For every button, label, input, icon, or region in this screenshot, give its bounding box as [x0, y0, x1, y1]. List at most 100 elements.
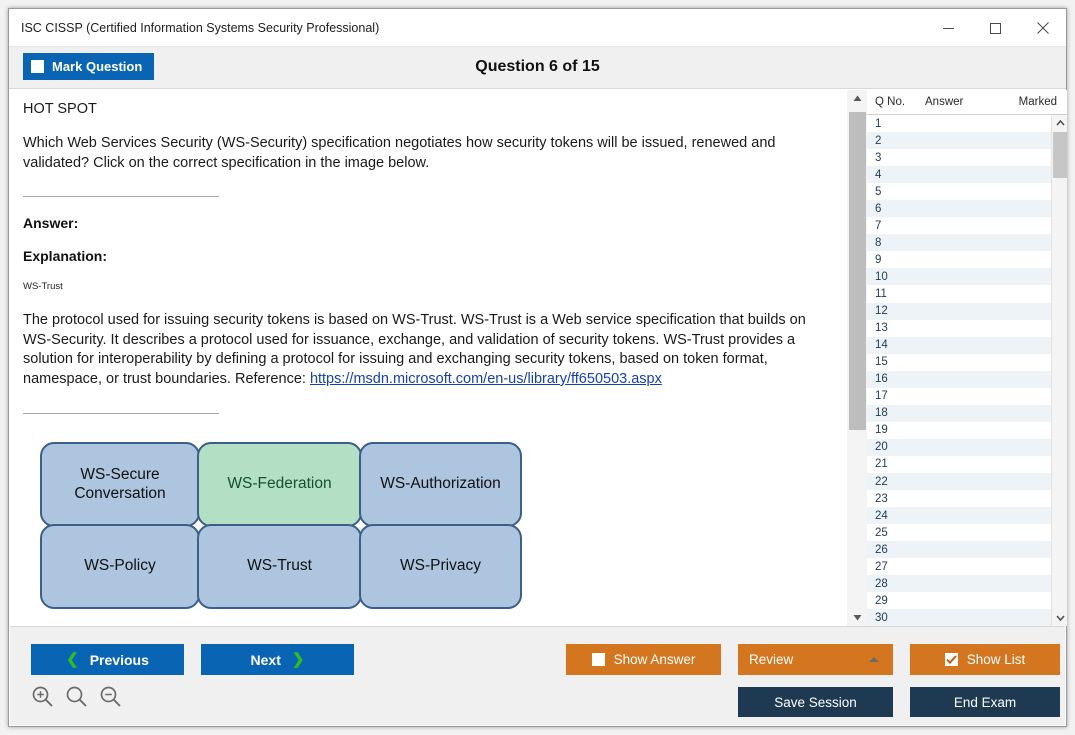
column-header-marked: Marked — [1018, 96, 1057, 108]
question-list-row[interactable]: 14 — [867, 336, 1051, 354]
question-list-row[interactable]: 2 — [867, 132, 1051, 150]
answer-value: WS-Trust — [23, 281, 63, 293]
zoom-out-icon[interactable] — [98, 684, 124, 710]
zoom-reset-icon[interactable] — [64, 684, 90, 710]
mark-question-button[interactable]: Mark Question — [23, 53, 155, 80]
question-list-row[interactable]: 9 — [867, 251, 1051, 268]
question-list-row[interactable]: 27 — [867, 558, 1051, 575]
show-answer-checkbox[interactable] — [591, 653, 605, 666]
content-scrollbar[interactable] — [846, 90, 867, 626]
question-list-row[interactable]: 12 — [867, 302, 1051, 320]
question-list-scrollbar[interactable] — [1051, 115, 1067, 626]
question-list-row-number: 19 — [875, 424, 888, 437]
question-list-row[interactable]: 13 — [867, 320, 1051, 337]
show-list-checkbox[interactable] — [944, 653, 958, 666]
question-list-row[interactable]: 30 — [867, 609, 1051, 626]
question-list-row-number: 2 — [875, 134, 882, 147]
question-list-row[interactable]: 10 — [867, 268, 1051, 286]
question-list-row[interactable]: 15 — [867, 354, 1051, 371]
window-title: ISC CISSP (Certified Information Systems… — [21, 21, 380, 35]
question-list-row[interactable]: 26 — [867, 541, 1051, 559]
question-list-row-number: 26 — [875, 543, 888, 556]
question-type-label: HOT SPOT — [23, 101, 97, 117]
content-scrollbar-thumb[interactable] — [849, 112, 866, 430]
question-list-row-number: 11 — [875, 287, 887, 300]
question-list-row[interactable]: 25 — [867, 524, 1051, 541]
column-header-q-no: Q No. — [875, 96, 906, 108]
question-list-row[interactable]: 7 — [867, 217, 1051, 234]
question-list-row[interactable]: 28 — [867, 575, 1051, 593]
question-list-row[interactable]: 17 — [867, 388, 1051, 405]
title-bar: ISC CISSP (Certified Information Systems… — [9, 9, 1066, 47]
list-scroll-down-icon[interactable] — [1052, 610, 1068, 626]
review-label: Review — [749, 652, 794, 667]
question-list-row-number: 9 — [875, 253, 882, 266]
question-list-row[interactable]: 20 — [867, 438, 1051, 456]
maximize-icon[interactable] — [972, 9, 1019, 47]
hotspot-box-ws-trust[interactable]: WS-Trust — [197, 524, 362, 609]
question-list-row-number: 7 — [875, 219, 882, 232]
question-list-row[interactable]: 16 — [867, 370, 1051, 388]
question-list-row-number: 5 — [875, 185, 882, 198]
list-scroll-up-icon[interactable] — [1052, 115, 1068, 131]
question-list-row-number: 15 — [875, 356, 888, 369]
question-list-row-number: 23 — [875, 492, 888, 505]
question-list-row-number: 10 — [875, 270, 888, 283]
show-answer-label: Show Answer — [613, 652, 696, 667]
question-list-row[interactable]: 5 — [867, 183, 1051, 200]
question-counter: Question 6 of 15 — [475, 58, 600, 75]
chevron-left-icon: ❮ — [66, 651, 79, 668]
question-list-row[interactable]: 29 — [867, 592, 1051, 609]
show-list-button[interactable]: Show List — [910, 644, 1060, 675]
question-list-row[interactable]: 11 — [867, 285, 1051, 302]
question-list-row-number: 25 — [875, 526, 888, 539]
question-list-row-number: 24 — [875, 509, 888, 522]
save-session-button[interactable]: Save Session — [738, 687, 893, 717]
question-list-row[interactable]: 22 — [867, 472, 1051, 491]
question-list-row-number: 14 — [875, 339, 888, 352]
question-list-header: Q No. Answer Marked — [867, 90, 1067, 115]
question-list-row[interactable]: 6 — [867, 200, 1051, 218]
question-pane: HOT SPOT Which Web Services Security (WS… — [10, 90, 838, 626]
question-list-row-number: 27 — [875, 560, 888, 573]
hotspot-box-ws-federation[interactable]: WS-Federation — [197, 442, 362, 527]
minimize-icon[interactable] — [925, 9, 972, 47]
question-list-row[interactable]: 21 — [867, 456, 1051, 473]
mark-question-label: Mark Question — [52, 59, 143, 74]
question-list-row[interactable]: 18 — [867, 404, 1051, 422]
question-list-row-number: 8 — [875, 236, 882, 249]
reference-link[interactable]: https://msdn.microsoft.com/en-us/library… — [309, 370, 662, 387]
previous-button[interactable]: ❮ Previous — [31, 644, 184, 675]
question-list-row[interactable]: 24 — [867, 507, 1051, 525]
question-list-row[interactable]: 1 — [867, 115, 1051, 132]
zoom-in-icon[interactable] — [30, 684, 56, 710]
hotspot-box-ws-privacy[interactable]: WS-Privacy — [359, 524, 522, 609]
mark-question-checkbox[interactable] — [31, 60, 44, 73]
question-list-row-number: 30 — [875, 611, 888, 624]
end-exam-button[interactable]: End Exam — [910, 687, 1060, 717]
question-list-row[interactable]: 8 — [867, 234, 1051, 252]
question-list-row[interactable]: 4 — [867, 166, 1051, 184]
divider-bottom — [23, 413, 219, 415]
chevron-right-icon: ❯ — [291, 651, 305, 668]
question-list-row-number: 18 — [875, 407, 888, 420]
scroll-up-icon[interactable] — [847, 90, 868, 107]
column-header-answer: Answer — [925, 96, 964, 108]
show-answer-button[interactable]: Show Answer — [566, 644, 721, 675]
hotspot-box-ws-secure-conversation[interactable]: WS-Secure Conversation — [40, 442, 200, 527]
question-list-scrollbar-thumb[interactable] — [1053, 132, 1067, 178]
question-list-row[interactable]: 3 — [867, 149, 1051, 166]
question-list-row-number: 29 — [875, 594, 888, 607]
close-icon[interactable] — [1019, 9, 1066, 47]
question-list-row-number: 28 — [875, 577, 888, 590]
hotspot-box-ws-authorization[interactable]: WS-Authorization — [359, 442, 522, 527]
exam-window: ISC CISSP (Certified Information Systems… — [8, 8, 1067, 727]
question-list-row[interactable]: 23 — [867, 490, 1051, 507]
review-dropdown-button[interactable]: Review — [738, 644, 893, 675]
explanation-label: Explanation: — [23, 248, 108, 265]
question-list-row[interactable]: 19 — [867, 422, 1051, 439]
scroll-down-icon[interactable] — [847, 609, 868, 626]
next-button[interactable]: Next ❯ — [201, 644, 354, 675]
hotspot-box-ws-policy[interactable]: WS-Policy — [40, 524, 200, 609]
